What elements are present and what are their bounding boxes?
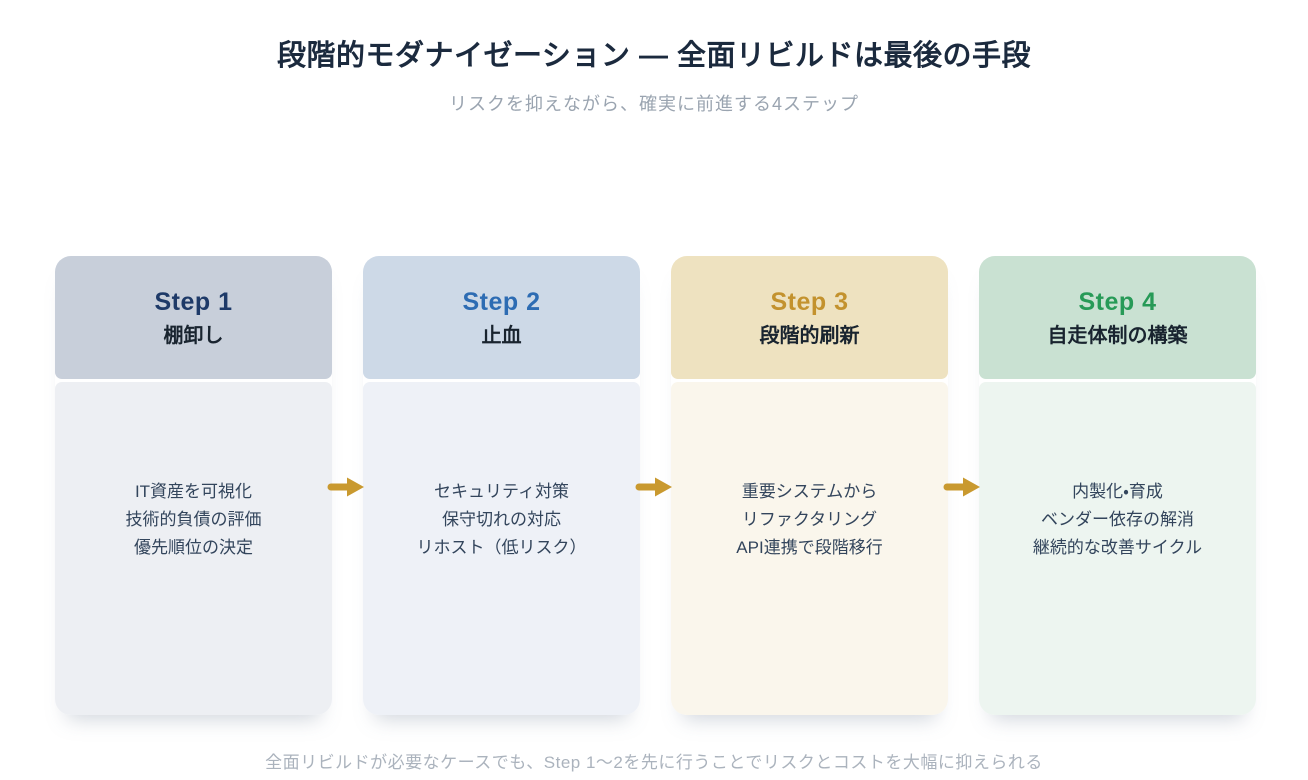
step-card-4: Step 4 自走体制の構築 内製化・育成 ベンダー依存の解消 継続的な改善サイ… xyxy=(979,256,1256,715)
step-name: 止血 xyxy=(481,325,522,347)
step-detail: 技術的負債の評価 xyxy=(125,510,262,529)
step-name: 自走体制の構築 xyxy=(1047,325,1188,347)
step-label: Step 4 xyxy=(1078,288,1157,316)
step-detail: 重要システムから xyxy=(741,482,878,501)
step-card-4-header: Step 4 自走体制の構築 xyxy=(979,256,1256,379)
arrow-right-icon xyxy=(943,477,980,497)
step-detail: ベンダー依存の解消 xyxy=(1041,510,1194,529)
step-detail: 内製化・育成 xyxy=(1072,482,1163,501)
step-label: Step 2 xyxy=(462,288,541,316)
step-name: 段階的刷新 xyxy=(759,325,860,347)
step-card-4-body: 内製化・育成 ベンダー依存の解消 継続的な改善サイクル xyxy=(979,382,1256,715)
step-label: Step 1 xyxy=(154,288,233,316)
step-card-2-body: セキュリティ対策 保守切れの対応 リホスト（低リスク） xyxy=(363,382,640,715)
slide-canvas: 段階的モダナイゼーション — 全面リビルドは最後の手段 リスクを抑えながら、確実… xyxy=(0,32,1308,780)
arrow-cell xyxy=(327,256,364,715)
step-card-3: Step 3 段階的刷新 重要システムから リファクタリング API連携で段階移… xyxy=(671,256,948,715)
step-card-2-header: Step 2 止血 xyxy=(363,256,640,379)
step-detail: 保守切れの対応 xyxy=(442,510,561,529)
step-detail: 継続的な改善サイクル xyxy=(1032,538,1203,557)
step-detail: リホスト（低リスク） xyxy=(416,538,587,557)
steps-row: Step 1 棚卸し IT資産を可視化 技術的負債の評価 優先順位の決定 Ste… xyxy=(55,256,1256,715)
step-name: 棚卸し xyxy=(163,325,224,347)
step-detail: リファクタリング xyxy=(741,510,878,529)
step-card-3-header: Step 3 段階的刷新 xyxy=(671,256,948,379)
step-detail: セキュリティ対策 xyxy=(434,482,569,501)
step-card-1: Step 1 棚卸し IT資産を可視化 技術的負債の評価 優先順位の決定 xyxy=(55,256,332,715)
step-detail: 優先順位の決定 xyxy=(134,538,253,557)
page-subtitle: リスクを抑えながら、確実に前進する4ステップ xyxy=(448,94,859,114)
step-detail: API連携で段階移行 xyxy=(736,538,883,557)
arrow-cell xyxy=(635,256,672,715)
step-card-1-body: IT資産を可視化 技術的負債の評価 優先順位の決定 xyxy=(55,382,332,715)
step-card-1-header: Step 1 棚卸し xyxy=(55,256,332,379)
step-card-3-body: 重要システムから リファクタリング API連携で段階移行 xyxy=(671,382,948,715)
arrow-right-icon xyxy=(635,477,672,497)
footer-note: 全面リビルドが必要なケースでも、Step 1〜2を先に行うことでリスクとコストを… xyxy=(265,753,1043,772)
page-title: 段階的モダナイゼーション — 全面リビルドは最後の手段 xyxy=(276,40,1032,72)
arrow-right-icon xyxy=(327,477,364,497)
step-card-2: Step 2 止血 セキュリティ対策 保守切れの対応 リホスト（低リスク） xyxy=(363,256,640,715)
arrow-cell xyxy=(943,256,980,715)
step-detail: IT資産を可視化 xyxy=(134,482,253,501)
step-label: Step 3 xyxy=(770,288,849,316)
